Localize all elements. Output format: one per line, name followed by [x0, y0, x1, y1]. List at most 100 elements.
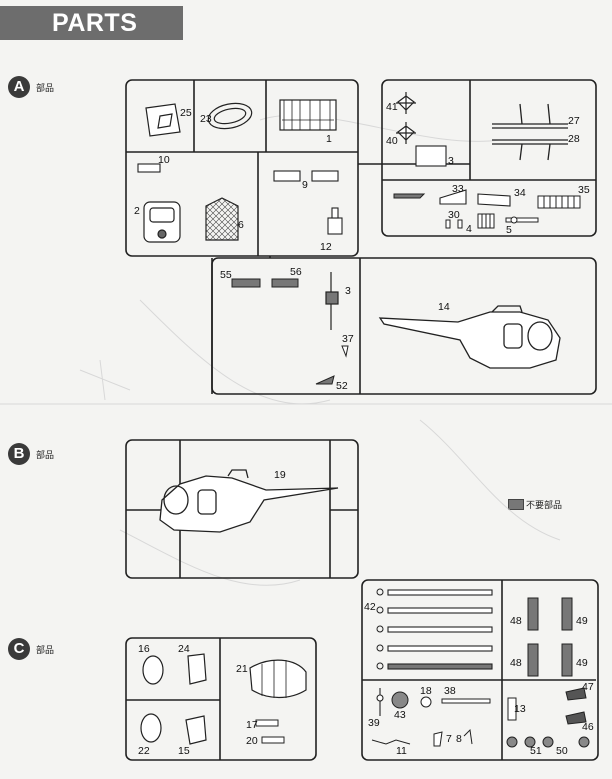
part-number: 3 — [448, 155, 454, 167]
part-number: 25 — [180, 107, 192, 119]
part-number: 40 — [386, 135, 398, 147]
section-b-marker: B — [8, 443, 30, 465]
part-49a-shape — [561, 597, 573, 631]
part-number: 19 — [274, 469, 286, 481]
part-number: 46 — [582, 721, 594, 733]
legend-swatch — [508, 499, 524, 510]
part-52-shape — [315, 375, 335, 385]
sprue-c-right-frame — [361, 579, 599, 761]
part-47-shape — [565, 687, 587, 701]
part-number: 41 — [386, 101, 398, 113]
part-12-shape — [327, 207, 343, 235]
part-27-shape — [492, 103, 568, 129]
part-number: 49 — [576, 657, 588, 669]
part-49b-shape — [561, 643, 573, 677]
part-number: 16 — [138, 643, 150, 655]
part-18-shape — [420, 696, 432, 708]
part-number: 56 — [290, 266, 302, 278]
part-28-shape — [492, 139, 568, 161]
part-number: 37 — [342, 333, 354, 345]
part-number: 43 — [394, 709, 406, 721]
part-number: 28 — [568, 133, 580, 145]
section-c-label: 部品 — [36, 646, 55, 656]
section-b-label: 部品 — [36, 451, 55, 461]
part-14-shape — [378, 305, 561, 369]
part-34-shape — [477, 193, 511, 207]
part-17-shape — [255, 719, 279, 727]
part-10-shape — [137, 163, 161, 173]
part-number: 14 — [438, 301, 450, 313]
part-23-shape — [207, 102, 253, 130]
part-38-shape — [441, 698, 491, 704]
part-number: 52 — [336, 380, 348, 392]
part-11-shape — [371, 739, 411, 745]
part-number: 21 — [236, 663, 248, 675]
part-43-shape — [391, 691, 409, 709]
part-number: 35 — [578, 184, 590, 196]
part-6-shape — [205, 197, 239, 241]
part-number: 22 — [138, 745, 150, 757]
part-16-shape — [142, 655, 164, 685]
sprue-c-left-frame — [125, 637, 317, 761]
part-46-shape — [565, 711, 587, 725]
part-number: 49 — [576, 615, 588, 627]
part-42-shape — [387, 589, 493, 670]
part-3-plate-shape — [415, 145, 447, 167]
part-number: 55 — [220, 269, 232, 281]
part-37-shape — [341, 345, 349, 358]
part-13-shape — [507, 697, 517, 721]
part-24-shape — [187, 653, 207, 685]
part-2-shape — [143, 201, 181, 243]
part-number: 4 — [466, 223, 472, 235]
part-number: 8 — [456, 733, 462, 745]
part-number: 48 — [510, 657, 522, 669]
part-number: 3 — [345, 285, 351, 297]
part-number: 33 — [452, 183, 464, 195]
part-8-shape — [463, 728, 473, 745]
part-42-hubs — [376, 588, 384, 670]
part-5-shape — [505, 216, 539, 224]
parts-title: PARTS — [52, 9, 138, 37]
part-22-shape — [140, 713, 162, 743]
part-3-mast-shape — [325, 272, 339, 330]
part-number: 47 — [582, 681, 594, 693]
part-number: 38 — [444, 685, 456, 697]
part-number: 42 — [364, 601, 376, 613]
section-a-marker: A — [8, 76, 30, 98]
part-51-shape — [506, 736, 536, 748]
sprue-a-frame — [125, 79, 597, 395]
part-number: 27 — [568, 115, 580, 127]
part-35-shape — [537, 195, 581, 209]
part-40-shape — [396, 122, 416, 144]
part-number: 24 — [178, 643, 190, 655]
part-number: 20 — [246, 735, 258, 747]
part-number: 10 — [158, 154, 170, 166]
part-15-shape — [185, 715, 207, 745]
part-number: 11 — [396, 745, 407, 757]
part-number: 18 — [420, 685, 432, 697]
part-48b-shape — [527, 643, 539, 677]
part-number: 5 — [506, 224, 512, 236]
part-number: 7 — [446, 733, 452, 745]
part-number: 34 — [514, 187, 526, 199]
part-number: 23 — [200, 113, 212, 125]
part-1-shape — [279, 99, 337, 131]
part-number: 48 — [510, 615, 522, 627]
parts-header: PARTS — [0, 6, 183, 40]
part-55-shape — [231, 278, 261, 288]
part-number: 2 — [134, 205, 140, 217]
part-number: 50 — [556, 745, 568, 757]
part-number: 1 — [326, 133, 332, 145]
part-9-shape — [273, 170, 339, 182]
part-gray-unused-shape — [393, 193, 426, 199]
part-number: 17 — [246, 719, 258, 731]
section-a-label: 部品 — [36, 84, 55, 94]
part-50-shape — [542, 736, 590, 748]
part-number-labels: 25 23 1 10 2 6 9 12 41 40 3 27 28 33 34 … — [134, 101, 594, 757]
part-number: 12 — [320, 241, 332, 253]
part-19-shape — [159, 469, 339, 533]
part-7-shape — [433, 731, 443, 747]
part-41-shape — [396, 92, 416, 114]
part-number: 6 — [238, 219, 244, 231]
